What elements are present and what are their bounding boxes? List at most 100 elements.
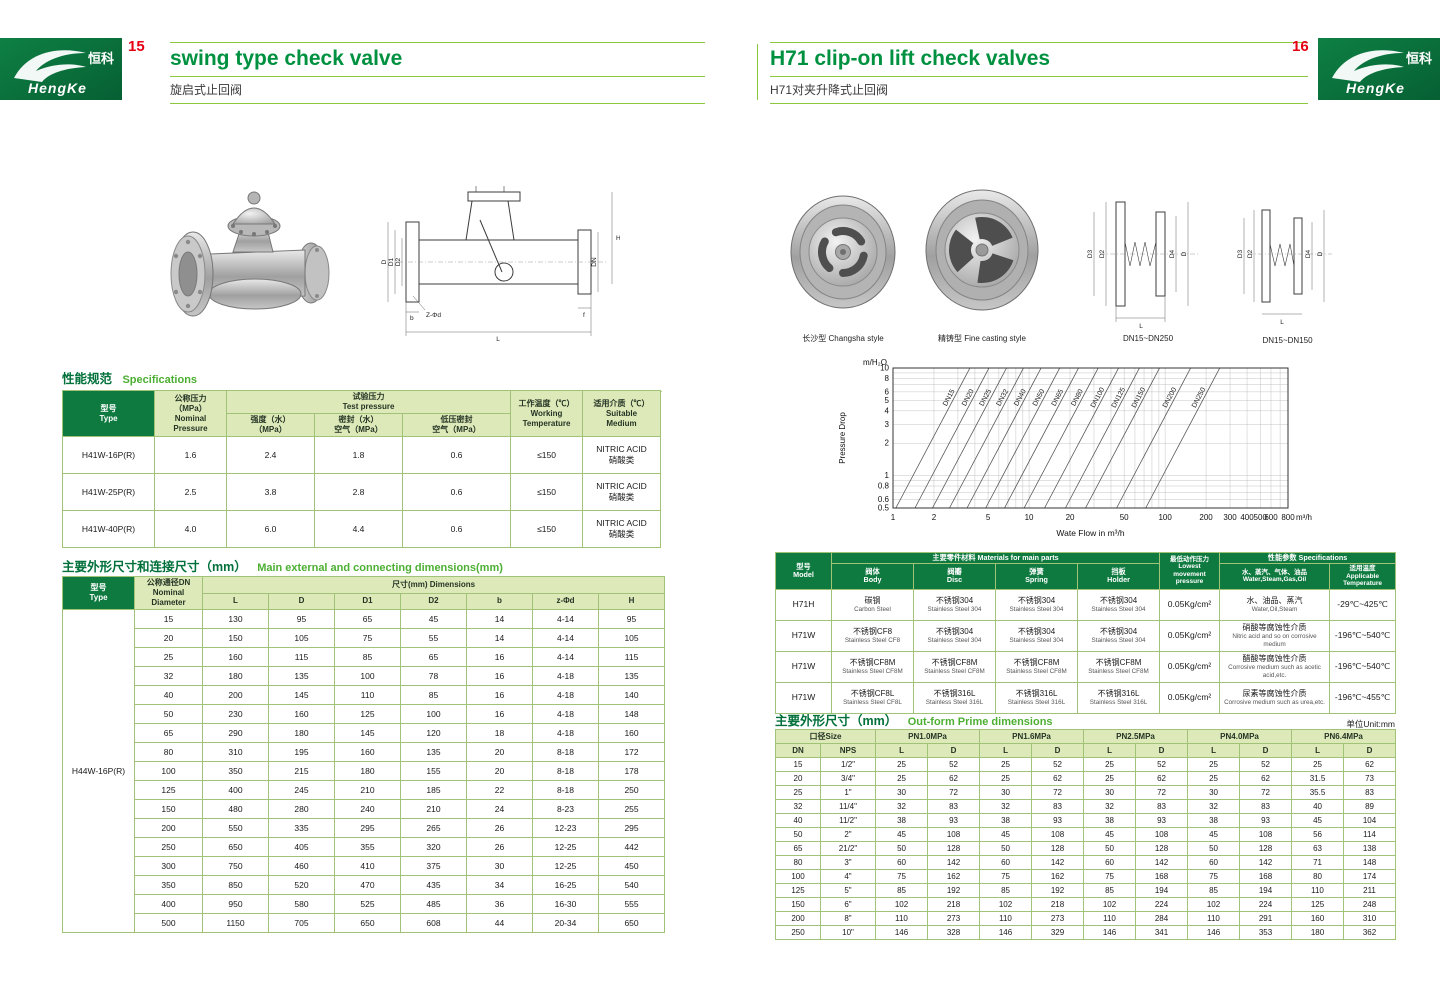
- table-cell: 273: [1031, 911, 1085, 926]
- svg-text:600: 600: [1264, 513, 1278, 522]
- table-cell: 104: [1343, 813, 1397, 828]
- table-cell: 218: [927, 897, 981, 912]
- table-cell: 110: [979, 911, 1033, 926]
- table-cell: 78: [400, 666, 467, 686]
- wafer-check-valve-photo-changsha: [790, 195, 896, 309]
- table-cell: H41W-40P(R): [62, 510, 155, 548]
- table-cell: 60: [875, 855, 929, 870]
- table-cell: 160: [334, 742, 401, 762]
- svg-text:200: 200: [1199, 513, 1213, 522]
- col-header-L: L: [1291, 743, 1345, 758]
- table-cell: 210: [334, 780, 401, 800]
- table-cell: 85: [1083, 883, 1137, 898]
- table-cell: 180: [334, 761, 401, 781]
- section-title-group: 主要外形尺寸（mm） Out-form Prime dimensions: [775, 710, 1053, 730]
- caption-dn-range-small: DN15~DN150: [1262, 336, 1313, 345]
- table-cell: 75: [1083, 869, 1137, 884]
- table-cell: 350: [202, 761, 269, 781]
- swing-check-valve-photo: [170, 191, 330, 317]
- col-header-D: D: [1343, 743, 1397, 758]
- table-cell: 25: [1291, 757, 1345, 772]
- svg-text:300: 300: [1223, 513, 1237, 522]
- dim-label-L: L: [1280, 319, 1284, 326]
- svg-text:10: 10: [880, 364, 889, 373]
- table-cell: 18: [466, 723, 533, 743]
- table-cell: H71W: [775, 650, 832, 683]
- dim-label-L: L: [496, 336, 500, 343]
- table-cell: 32: [775, 799, 821, 814]
- svg-text:4: 4: [885, 406, 890, 415]
- dim-label-DN: DN: [591, 257, 598, 267]
- table-cell: 20: [134, 628, 203, 648]
- table-cell: 125: [134, 780, 203, 800]
- col-header-L: L: [979, 743, 1033, 758]
- table-cell: 180: [1291, 925, 1345, 940]
- col-header-H: H: [597, 592, 666, 610]
- table-cell: 73: [1343, 771, 1397, 786]
- table-cell: 146: [1187, 925, 1241, 940]
- col-header-applicable-temperature: 适用温度 Applicable Temperature: [1329, 563, 1397, 590]
- table-cell: 5": [819, 883, 877, 898]
- svg-text:DN250: DN250: [1191, 387, 1207, 410]
- col-header-lowest-pressure: 最低动作压力 Lowest movement pressure: [1159, 552, 1221, 590]
- col-header-nominal-pressure: 公称压力 （MPa） Nominal Pressure: [154, 390, 227, 437]
- col-header-medium: 水、蒸汽、气体、油品 Water,Steam,Gas,Oil: [1219, 563, 1331, 590]
- table-cell: 20: [466, 761, 533, 781]
- table-cell: 2.8: [314, 473, 403, 511]
- table-cell: 4-14: [532, 647, 599, 667]
- table-cell: 102: [1083, 897, 1137, 912]
- page-title-zh-left: 旋启式止回阀: [170, 77, 705, 104]
- table-cell: ≤150: [510, 436, 584, 474]
- table-cell: 108: [1031, 827, 1085, 842]
- table-cell: 11/4": [819, 799, 877, 814]
- table-cell: NITRIC ACID 硝酸类: [582, 510, 662, 548]
- table-cell: 162: [1031, 869, 1085, 884]
- table-cell: 400: [134, 894, 203, 914]
- table-cell: 295: [334, 818, 401, 838]
- svg-text:DN125: DN125: [1111, 387, 1127, 410]
- section-title-zh: 主要外形尺寸和连接尺寸（mm）: [62, 560, 247, 574]
- table-cell: 128: [927, 841, 981, 856]
- table-cell: ≤150: [510, 510, 584, 548]
- table-cell: 100: [334, 666, 401, 686]
- table-cell: 110: [1291, 883, 1345, 898]
- table-cell: 555: [597, 894, 666, 914]
- table-cell: 25: [979, 757, 1033, 772]
- col-header-main-parts: 主要零件材料 Materials for main parts: [830, 551, 1161, 565]
- table-cell: 108: [927, 827, 981, 842]
- table-cell: 26: [466, 837, 533, 857]
- table-cell: 83: [1239, 799, 1293, 814]
- table-cell: 8-18: [532, 761, 599, 781]
- svg-text:500: 500: [1254, 513, 1268, 522]
- table-cell: 85: [400, 685, 467, 705]
- table-cell: 50: [1187, 841, 1241, 856]
- table-cell: 500: [134, 913, 203, 933]
- table-cell: 24: [466, 799, 533, 819]
- col-header-low-seal: 低压密封 空气（MPa）: [401, 413, 512, 437]
- col-header-L: L: [1083, 743, 1137, 758]
- dim-label-D3: D3: [1087, 249, 1094, 258]
- table-cell: 72: [1239, 785, 1293, 800]
- table-cell: 120: [400, 723, 467, 743]
- table-cell: 470: [334, 875, 401, 895]
- svg-text:Wate Flow in m³/h: Wate Flow in m³/h: [1056, 528, 1124, 538]
- table-cell: 185: [400, 780, 467, 800]
- table-cell: 50: [134, 704, 203, 724]
- table-cell: 85: [979, 883, 1033, 898]
- table-cell: 160: [1291, 911, 1345, 926]
- table-cell: 350: [134, 875, 203, 895]
- table-cell: 4.0: [154, 510, 227, 548]
- table-cell: 168: [1135, 869, 1189, 884]
